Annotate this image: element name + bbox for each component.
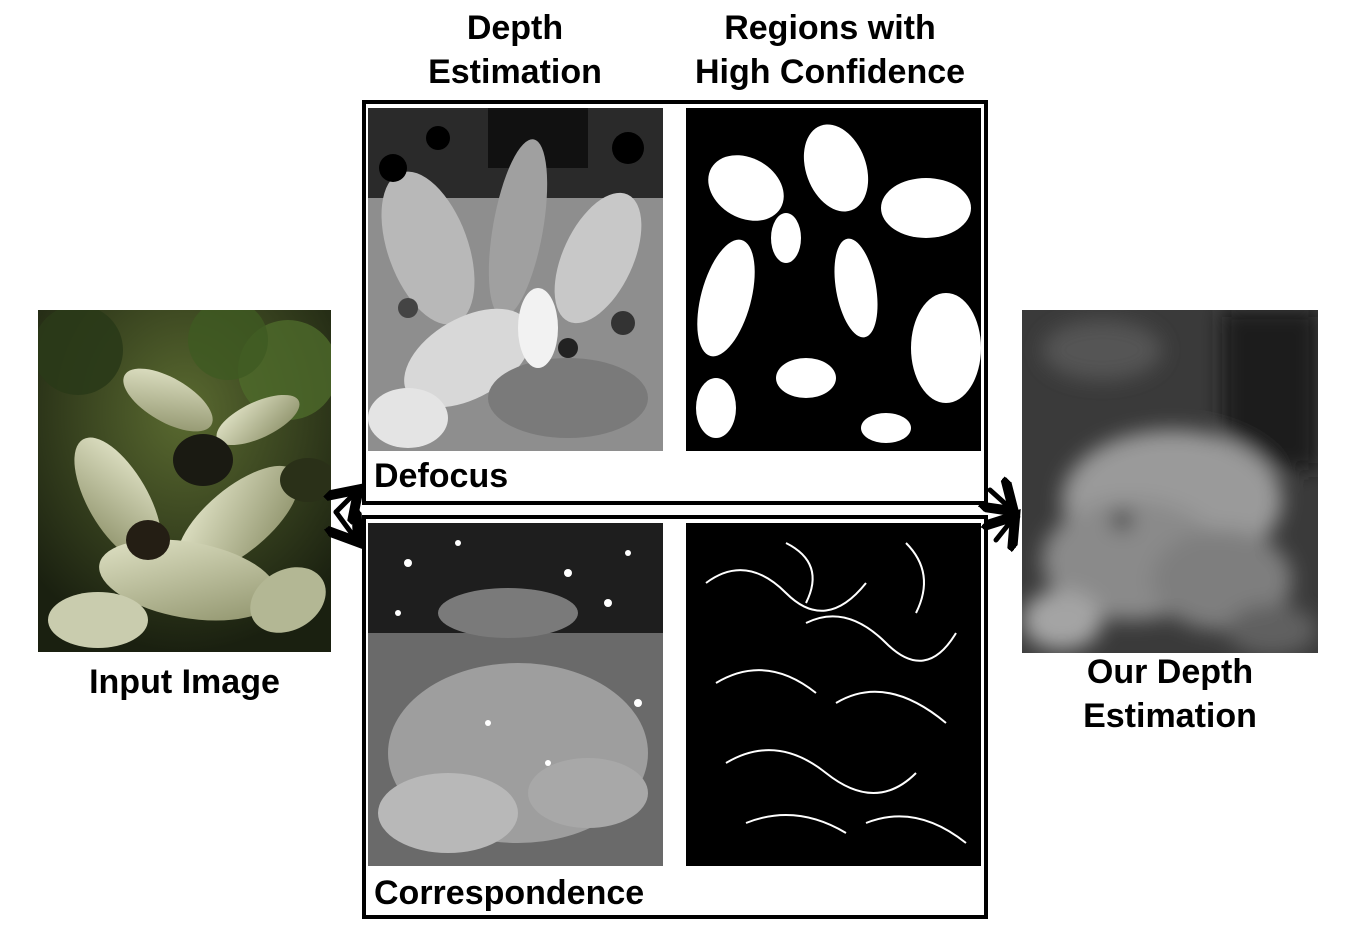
defocus-confidence-map — [686, 108, 981, 451]
defocus-box: Defocus — [362, 100, 988, 505]
correspondence-depth-map — [368, 523, 663, 866]
input-image — [38, 310, 331, 652]
arrow-input-to-correspondence — [336, 512, 355, 538]
arrow-correspondence-to-output — [996, 520, 1012, 540]
arrow-input-to-defocus — [336, 493, 355, 512]
correspondence-label: Correspondence — [374, 874, 645, 912]
output-depth-map — [1022, 310, 1318, 653]
header-depth-estimation: Depth Estimation — [428, 9, 602, 91]
header-high-confidence: Regions with High Confidence — [694, 9, 966, 91]
defocus-depth-map — [368, 108, 663, 451]
correspondence-confidence-map — [686, 523, 981, 866]
output-depth-label: Our Depth Estimation — [1083, 653, 1257, 735]
correspondence-box: Correspondence — [362, 515, 988, 919]
defocus-label: Defocus — [374, 457, 509, 495]
input-image-label: Input Image — [89, 663, 280, 701]
arrow-defocus-to-output — [990, 490, 1010, 508]
